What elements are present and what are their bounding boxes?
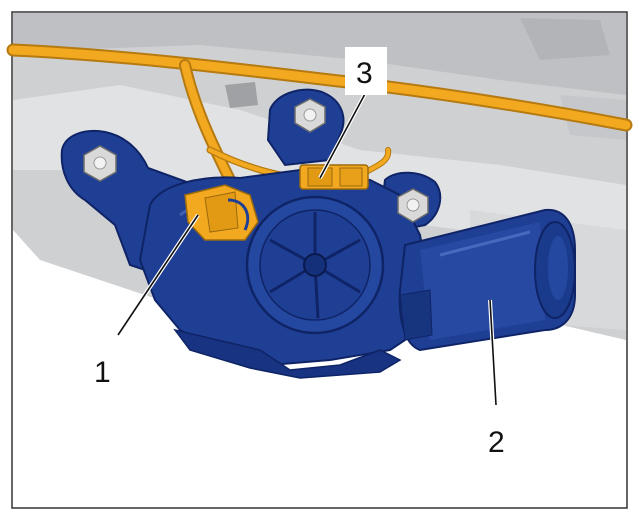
callout-1: 1 bbox=[94, 356, 111, 389]
leader-lines bbox=[117, 91, 497, 406]
mounting-bolt bbox=[83, 98, 429, 223]
callout-2: 2 bbox=[488, 426, 505, 459]
callout-3-box bbox=[345, 47, 387, 95]
connector-3 bbox=[299, 164, 369, 190]
connector-1 bbox=[184, 184, 259, 241]
callout-3: 3 bbox=[356, 57, 373, 90]
